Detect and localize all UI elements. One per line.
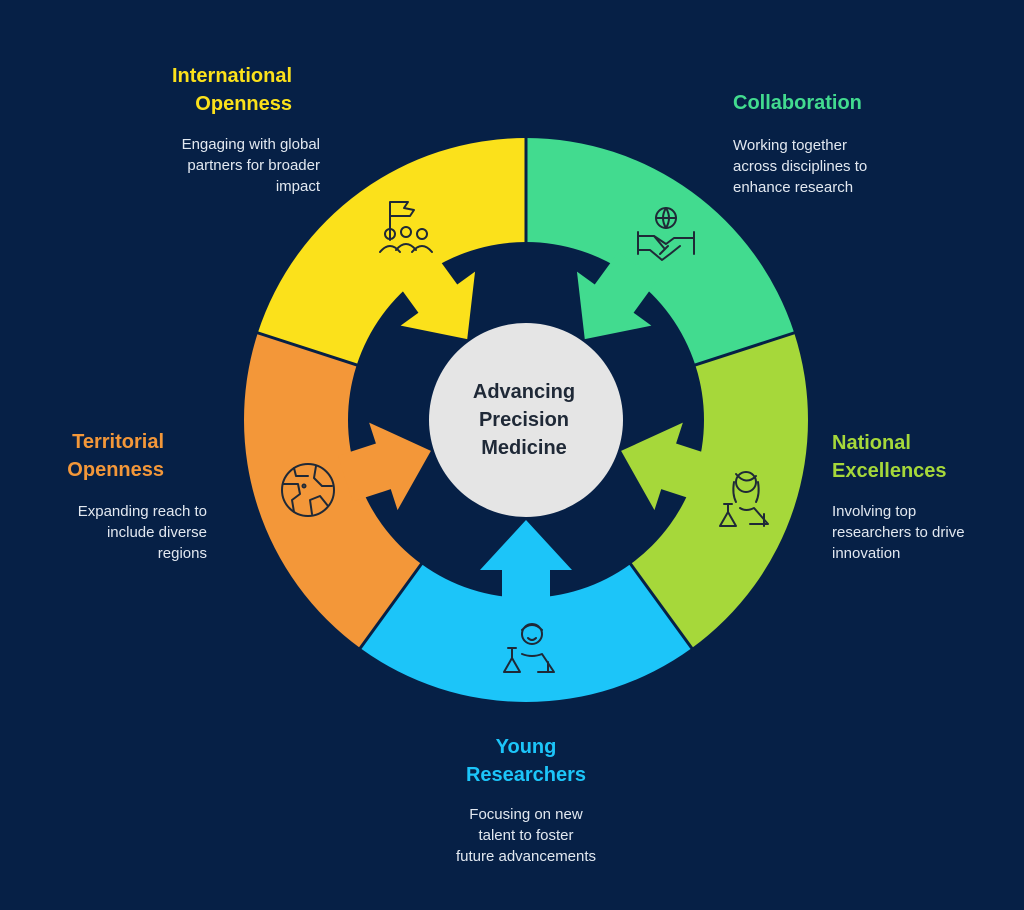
national-excellences-description: Involving top researchers to drive innov…: [832, 503, 965, 562]
woman-scientist-icon: [719, 471, 769, 527]
young-scientist-icon: [503, 623, 555, 673]
segment-divider: [255, 330, 360, 368]
globe-map-icon: [281, 463, 335, 517]
collaboration-arrow: [576, 252, 658, 340]
center-circle: [429, 323, 623, 517]
territorial-openness-title: Territorial Openness: [67, 431, 164, 481]
international-openness-description: Engaging with global partners for broade…: [181, 136, 320, 195]
center-label: Advancing Precision Medicine: [472, 381, 576, 459]
segment-divider: [692, 330, 797, 368]
territorial-segment: [244, 332, 422, 649]
collaboration-description: Working together across disciplines to e…: [733, 137, 868, 196]
collaboration-segment: [526, 138, 795, 365]
young-segment: [360, 564, 692, 702]
territorial-arrow: [337, 422, 431, 511]
flag-people-icon: [379, 201, 433, 253]
international-segment: [257, 138, 526, 365]
territorial-openness-description: Expanding reach to include diverse regio…: [77, 503, 207, 562]
young-arrow: [480, 520, 572, 610]
young-researchers-title: Young Researchers: [465, 736, 587, 786]
international-openness-title: International Openness: [171, 65, 292, 115]
national-excellences-title: National Excellences: [832, 432, 947, 482]
collaboration-title: Collaboration: [733, 92, 862, 114]
international-arrow: [394, 252, 476, 340]
young-researchers-description: Focusing on new talent to foster future …: [455, 806, 597, 865]
national-segment: [630, 332, 808, 649]
segment-divider: [628, 561, 695, 651]
national-arrow: [621, 422, 715, 511]
segment-divider: [357, 561, 424, 651]
globe-handshake-icon: [637, 207, 695, 261]
